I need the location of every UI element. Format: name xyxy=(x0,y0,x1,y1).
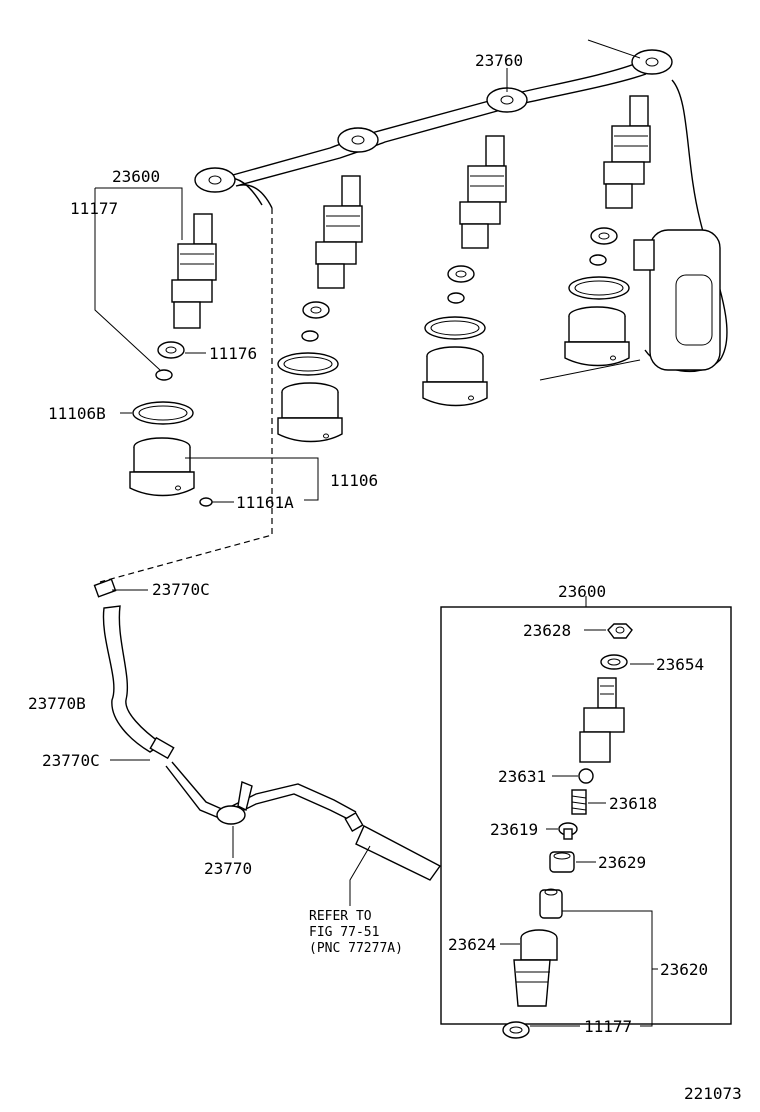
label-23770: 23770 xyxy=(204,859,252,878)
refer-text-line3: (PNC 77277A) xyxy=(309,941,403,956)
label-23770c-bottom: 23770C xyxy=(42,751,100,770)
label-23770c-top: 23770C xyxy=(152,580,210,599)
label-23629: 23629 xyxy=(598,853,646,872)
nozzle-exploded-view-box xyxy=(440,596,732,1039)
label-11161a: 11161A xyxy=(236,493,294,512)
label-box-23600: 23600 xyxy=(558,582,606,601)
leader-lines-upper xyxy=(94,68,508,503)
nozzle-seats xyxy=(155,227,618,381)
label-23654: 23654 xyxy=(656,655,704,674)
refer-text-line1: REFER TO xyxy=(309,909,372,924)
injector-nozzle-1 xyxy=(171,213,217,329)
cylinder-head-outline xyxy=(539,79,728,381)
nut-icon xyxy=(607,623,633,639)
label-23628: 23628 xyxy=(523,621,571,640)
injection-pipe-assembly xyxy=(194,39,673,209)
label-11176: 11176 xyxy=(209,344,257,363)
injector-nozzle-2 xyxy=(315,175,363,289)
label-23600: 23600 xyxy=(112,167,160,186)
label-23760: 23760 xyxy=(475,51,523,70)
o-rings xyxy=(132,276,630,425)
label-23619: 23619 xyxy=(490,820,538,839)
label-23631: 23631 xyxy=(498,767,546,786)
nozzle-holders xyxy=(129,306,630,497)
figure-number: 221073 xyxy=(684,1084,742,1103)
injector-nozzle-3 xyxy=(459,135,507,249)
label-11177-box: 11177 xyxy=(584,1017,632,1036)
label-23624: 23624 xyxy=(448,935,496,954)
injector-nozzle-4 xyxy=(603,95,651,209)
label-23770b: 23770B xyxy=(28,694,86,713)
label-23618: 23618 xyxy=(609,794,657,813)
refer-text-line2: FIG 77-51 xyxy=(309,925,379,940)
leakage-hose-assembly xyxy=(93,578,442,906)
label-11106b: 11106B xyxy=(48,404,106,423)
label-11177: 11177 xyxy=(70,199,118,218)
dashed-routing-line xyxy=(99,208,273,583)
label-11106: 11106 xyxy=(330,471,378,490)
label-23620: 23620 xyxy=(660,960,708,979)
knock-pin xyxy=(199,497,213,507)
